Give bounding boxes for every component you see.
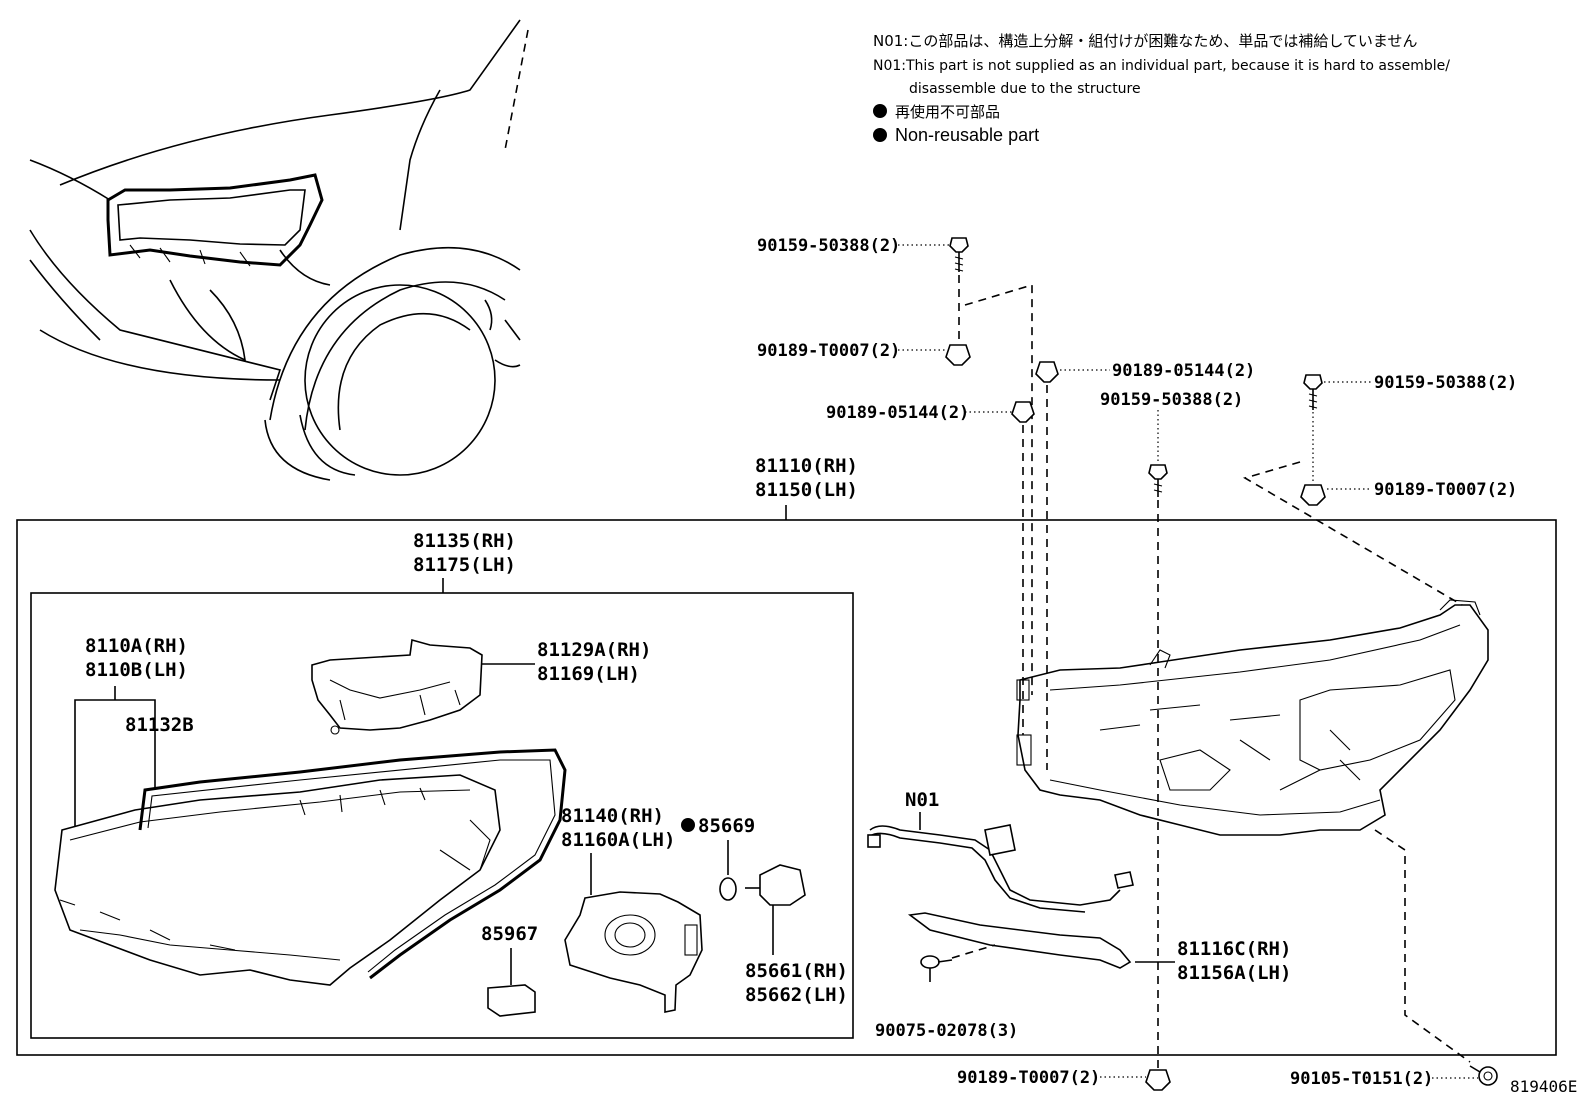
screw-part-90075 [920, 955, 953, 982]
nut-part-bottom [1145, 1069, 1171, 1091]
unit-part-81140 [564, 891, 703, 1013]
label-bracket-rh: 81129A(RH) [537, 639, 651, 661]
label-bolt-right: 90159-50388(2) [1374, 373, 1517, 393]
trim-part-81116c [907, 912, 1132, 969]
note-n01-jp: N01:この部品は、構造上分解・組付けが困難なため、単品では補給していません [873, 32, 1417, 50]
label-unit-rh: 81140(RH) [561, 805, 664, 827]
label-lens-rh: 8110A(RH) [85, 635, 188, 657]
bracket-part-81129a [311, 638, 483, 735]
bolt-part-bottom [1469, 1065, 1498, 1086]
label-bracket-lh: 81169(LH) [537, 663, 640, 685]
note-nonreusable-en: Non-reusable part [895, 125, 1039, 145]
label-clip-b: 90189-05144(2) [826, 403, 969, 423]
label-assy-rh: 81110(RH) [755, 455, 858, 477]
notes-block: N01:この部品は、構造上分解・組付けが困難なため、単品では補給していません N… [873, 32, 1450, 145]
label-housing-rh: 81135(RH) [413, 530, 516, 552]
clip-part-a [1035, 361, 1059, 383]
label-socket-rh: 85661(RH) [745, 960, 848, 982]
label-socket-lh: 85662(LH) [745, 984, 848, 1006]
oring-part [719, 877, 737, 901]
label-housing-lh: 81175(LH) [413, 554, 516, 576]
vehicle-locator-sketch [29, 19, 529, 481]
label-n01: N01 [905, 789, 939, 811]
label-bolt-bottom: 90105-T0151(2) [1290, 1069, 1433, 1089]
bolt-part-mid [1148, 464, 1168, 497]
label-assy-lh: 81150(LH) [755, 479, 858, 501]
note-n01-en-2: disassemble due to the structure [909, 81, 1141, 97]
nut-part-top [945, 344, 971, 366]
label-nut-top: 90189-T0007(2) [757, 341, 900, 361]
nut-part-right [1300, 484, 1326, 506]
housing-box-81135 [30, 592, 854, 1039]
label-trim-lh: 81156A(LH) [1177, 962, 1291, 984]
bolt-part-right [1303, 374, 1323, 410]
module-part-85967 [487, 984, 536, 1017]
nonreusable-bullet-icon [873, 128, 887, 142]
label-trim-rh: 81116C(RH) [1177, 938, 1291, 960]
nonreusable-bullet-icon [873, 104, 887, 118]
label-nut-right: 90189-T0007(2) [1374, 480, 1517, 500]
label-lens-lh: 8110B(LH) [85, 659, 188, 681]
nonreusable-marker-icon [681, 818, 695, 832]
label-oring: 85669 [698, 815, 755, 837]
label-unit-lh: 81160A(LH) [561, 829, 675, 851]
lens-part [54, 774, 501, 986]
label-nut-bottom: 90189-T0007(2) [957, 1068, 1100, 1088]
label-screw: 90075-02078(3) [875, 1021, 1018, 1041]
note-n01-en-1: N01:This part is not supplied as an indi… [873, 58, 1450, 74]
bolt-part-top [949, 237, 969, 272]
note-nonreusable-jp: 再使用不可部品 [895, 103, 1000, 121]
wire-harness-part-n01 [867, 824, 1134, 913]
label-gasket: 81132B [125, 714, 194, 736]
label-module: 85967 [481, 923, 538, 945]
gasket-part [138, 748, 567, 980]
label-bolt-top: 90159-50388(2) [757, 236, 900, 256]
socket-part-85661 [745, 864, 806, 906]
diagram-id: 819406E [1510, 1077, 1577, 1096]
label-clip-a: 90189-05144(2) [1112, 361, 1255, 381]
headlamp-housing-part [1016, 599, 1489, 836]
label-bolt-mid: 90159-50388(2) [1100, 390, 1243, 410]
clip-part-b [1011, 401, 1035, 423]
